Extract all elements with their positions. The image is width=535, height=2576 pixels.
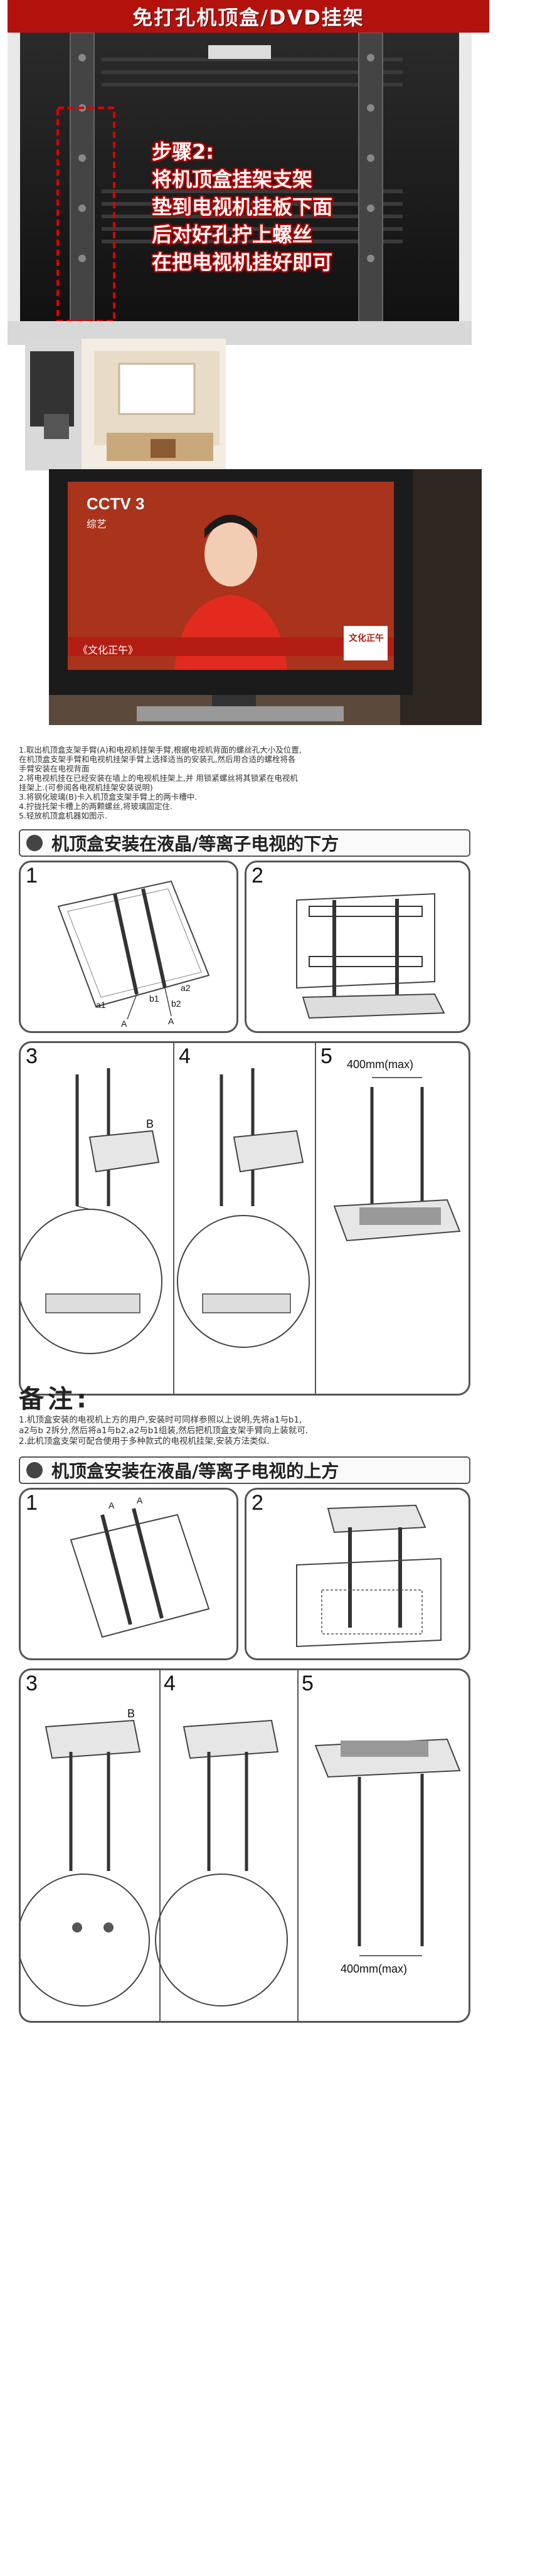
section-bullet-icon (26, 1462, 43, 1478)
tv-corner-logo: 文化正午 (349, 633, 384, 644)
room-photo (25, 339, 226, 470)
room-illustration (25, 339, 226, 470)
diagram-panel-1: 1 A A a1 b1 a2 b2 (19, 861, 238, 1033)
tv-caption: 《文化正午》 (78, 644, 139, 656)
instruction-line: 在机顶盒支架手臂和电视机挂架手臂上选择适当的安装孔,然后用合适的螺栓将各 (19, 755, 296, 764)
step-note-line: 垫到电视机挂板下面 (152, 195, 333, 219)
note-line: 2.此机顶盒支架可配合使用于多种款式的电视机挂架,安装方法类似. (19, 1436, 270, 1446)
label-b2: b2 (171, 999, 181, 1009)
diagram-panel-group-3-5: 3 4 5 B 400mm(max) (19, 1041, 470, 1396)
instruction-line: 5.轻放机顶盒机器如图示. (19, 811, 107, 820)
bracket-arms-diagram: A A a1 b1 a2 b2 (57, 880, 210, 1029)
panel-number: 2 (252, 864, 263, 888)
step-note-line: 后对好孔拧上螺丝 (152, 223, 313, 246)
section-bullet-icon (26, 835, 43, 851)
panel-number: 5 (320, 1044, 332, 1068)
product-photo-tv-back: 步骤2: 将机顶盒挂架支架 垫到电视机挂板下面 后对好孔拧上螺丝 在把电视机挂好… (8, 33, 472, 345)
instruction-line: 挂架上.(可参阅各电视机挂架安装说明) (19, 783, 153, 792)
wall-mount-diagram (296, 893, 445, 1019)
notes-title: 备注: (19, 1385, 90, 1414)
step-note-line: 步骤2: (152, 140, 215, 164)
dimension-label: 400mm(max) (341, 1963, 407, 1975)
label-b1: b1 (149, 994, 159, 1004)
diagram-panel-2-top: 2 (245, 1488, 470, 1660)
section-header-above: 机顶盒安装在液晶/等离子电视的上方 (19, 1456, 470, 1484)
diagram-panel-2: 2 (245, 861, 470, 1033)
panel-number: 2 (252, 1491, 263, 1515)
panel-number: 1 (26, 1491, 38, 1515)
step-note-line: 将机顶盒挂架支架 (152, 167, 313, 191)
instruction-line: 手臂安装在电视背面 (19, 764, 90, 773)
panel-number: 3 (26, 1672, 38, 1695)
shelf-install-diagram: B 400mm(max) (21, 1043, 461, 1394)
section-title: 机顶盒安装在液晶/等离子电视的下方 (51, 834, 339, 854)
section-title: 机顶盒安装在液晶/等离子电视的上方 (51, 1461, 339, 1481)
step-note: 步骤2: 将机顶盒挂架支架 垫到电视机挂板下面 后对好孔拧上螺丝 在把电视机挂好… (152, 138, 459, 276)
tv-back-illustration (8, 33, 472, 345)
panel-number: 1 (26, 864, 38, 888)
banner-title: 免打孔机顶盒/DVD挂架 (132, 6, 364, 29)
label-b: B (127, 1707, 135, 1720)
diagram-panel-group-3-5-top: 3 4 5 B 400mm(max) (19, 1668, 470, 2023)
panel-number: 4 (179, 1044, 191, 1068)
label-a2: a2 (181, 983, 191, 993)
note-line: 1.机顶盒安装的电视机上方的用户,安装时可同样参照以上说明,先将a1与b1, (19, 1415, 302, 1425)
channel-logo: CCTV 3 (87, 494, 145, 513)
instruction-line: 2.将电视机挂在已经安装在墙上的电视机挂架上,并 用锁紧螺丝将其锁紧在电视机 (19, 773, 298, 783)
panel-number: 4 (164, 1672, 176, 1695)
instruction-line: 1.取出机顶盒支架手臂(A)和电视机挂架手臂,根据电视机背面的螺丝孔大小及位置, (19, 745, 302, 755)
label-a: A (121, 1019, 127, 1029)
panel-number: 3 (26, 1044, 38, 1068)
section-header-below: 机顶盒安装在液晶/等离子电视的下方 (19, 829, 470, 857)
label-a1: a1 (96, 1000, 106, 1010)
wall-mount-diagram-top (296, 1504, 442, 1648)
shelf-install-diagram-top: B 400mm(max) (21, 1670, 461, 2021)
note-line: a2与b 2拆分,然后将a1与b2,a2与b1组装,然后把机顶盒支架手臂向上装就… (19, 1426, 309, 1436)
label-a: A (137, 1495, 143, 1505)
mounted-tv-photo: CCTV 3 综艺 《文化正午》 文化正午 (49, 469, 482, 725)
label-a: A (168, 1016, 174, 1026)
instruction-line: 4.拧拢托架卡槽上的两颗螺丝,将玻璃固定住. (19, 802, 172, 811)
bracket-arms-diagram-top: A A (70, 1495, 210, 1638)
mounted-tv-illustration (49, 469, 482, 725)
label-b: B (146, 1118, 154, 1130)
instructions-block: 1.取出机顶盒支架手臂(A)和电视机挂架手臂,根据电视机背面的螺丝孔大小及位置,… (19, 745, 470, 820)
diagram-panel-1-top: 1 A A (19, 1488, 238, 1660)
panel-number: 5 (302, 1672, 314, 1695)
dimension-label: 400mm(max) (347, 1058, 413, 1071)
step-note-line: 在把电视机挂好即可 (152, 250, 333, 274)
page-banner: 免打孔机顶盒/DVD挂架 (8, 0, 489, 33)
label-a: A (109, 1500, 115, 1510)
channel-sub: 综艺 (87, 518, 107, 530)
instruction-line: 3.将钢化玻璃(B)卡入机顶盒支架手臂上的两卡槽中. (19, 792, 198, 802)
notes-block: 备注: 1.机顶盒安装的电视机上方的用户,安装时可同样参照以上说明,先将a1与b… (19, 1379, 470, 1447)
